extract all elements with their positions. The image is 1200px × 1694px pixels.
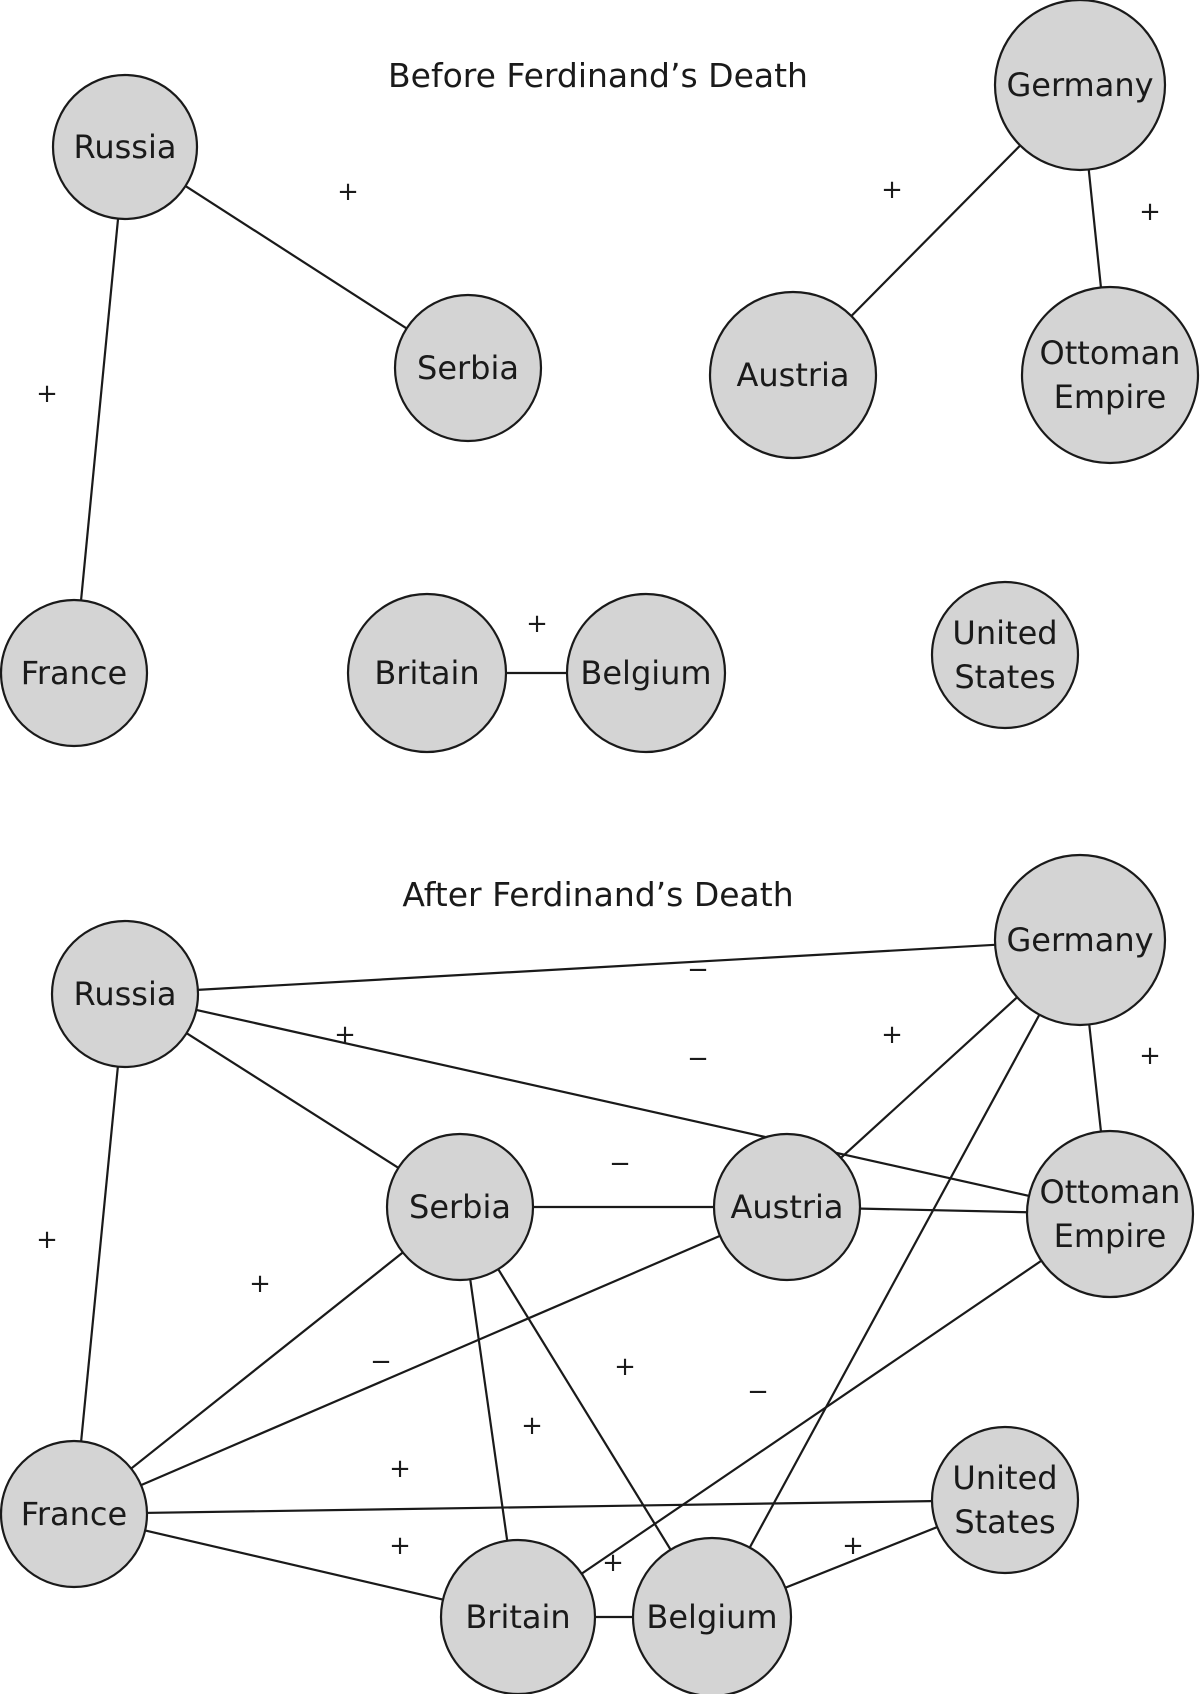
- before-node-label-austria: Austria: [736, 356, 849, 394]
- before-node-circle-russia: [51, 73, 199, 221]
- after-node-austria: Austria: [712, 1132, 862, 1282]
- before-edge-sign-germany-ottoman: +: [1139, 197, 1161, 227]
- before-node-label-france: France: [21, 654, 127, 692]
- before-node-circle-belgium: [565, 592, 727, 754]
- after-edge-serbia-france: [73, 1206, 461, 1515]
- before-node-label-britain: Britain: [374, 654, 479, 692]
- before-node-circle-austria: [708, 290, 878, 460]
- after-node-label-ottoman: Ottoman: [1040, 1173, 1181, 1211]
- after-edge-sign-belgium-us: +: [842, 1531, 864, 1561]
- after-node-circle-britain: [439, 1538, 597, 1694]
- after-edge-sign-austria-france: −: [370, 1347, 392, 1377]
- before-node-france: France: [0, 598, 149, 748]
- edges-layer: [72, 84, 1112, 1619]
- before-node-austria: Austria: [708, 290, 878, 460]
- before-edge-sign-germany-austria: +: [881, 175, 903, 205]
- after-node-france: France: [0, 1439, 149, 1589]
- after-node-circle-us: [930, 1425, 1080, 1575]
- after-node-label-ottoman: Empire: [1054, 1217, 1167, 1255]
- after-node-circle-belgium: [631, 1536, 793, 1694]
- after-edge-sign-germany-ottoman: +: [1139, 1041, 1161, 1071]
- after-edge-russia-france: [72, 993, 127, 1515]
- before-node-label-serbia: Serbia: [417, 349, 519, 387]
- after-node-circle-france: [0, 1439, 149, 1589]
- before-node-label-russia: Russia: [74, 128, 177, 166]
- after-node-circle-austria: [712, 1132, 862, 1282]
- after-node-belgium: Belgium: [631, 1536, 793, 1694]
- before-node-label-germany: Germany: [1006, 66, 1153, 104]
- after-edge-sign-serbia-belgium: +: [614, 1352, 636, 1382]
- after-edge-sign-russia-germany: −: [687, 955, 709, 985]
- after-node-label-us: United: [952, 1459, 1057, 1497]
- after-node-britain: Britain: [439, 1538, 597, 1694]
- after-edge-russia-germany: [124, 938, 1081, 996]
- before-node-label-ottoman: Empire: [1054, 378, 1167, 416]
- after-node-circle-ottoman: [1025, 1129, 1195, 1299]
- before-node-germany: Germany: [993, 0, 1167, 172]
- after-node-label-russia: Russia: [74, 975, 177, 1013]
- after-edge-sign-serbia-austria: −: [609, 1149, 631, 1179]
- after-edge-austria-france: [73, 1205, 788, 1516]
- before-edge-sign-britain-belgium: +: [526, 609, 548, 639]
- after-node-label-germany: Germany: [1006, 921, 1153, 959]
- after-edge-ottoman-britain: [517, 1213, 1111, 1618]
- after-node-circle-germany: [993, 853, 1167, 1027]
- after-edge-russia-ottoman: [124, 992, 1111, 1216]
- after-edge-sign-russia-france: +: [36, 1225, 58, 1255]
- before-node-serbia: Serbia: [393, 293, 543, 443]
- after-edge-sign-ottoman-britain: −: [747, 1377, 769, 1407]
- after-edge-sign-russia-serbia: +: [334, 1020, 356, 1050]
- after-node-circle-serbia: [385, 1132, 535, 1282]
- before-node-label-belgium: Belgium: [580, 654, 711, 692]
- after-node-label-belgium: Belgium: [646, 1598, 777, 1636]
- before-node-label-us: States: [954, 658, 1055, 696]
- after-edge-sign-serbia-france: +: [249, 1269, 271, 1299]
- after-node-label-austria: Austria: [730, 1188, 843, 1226]
- before-edge-sign-russia-france: +: [36, 379, 58, 409]
- before-node-circle-us: [930, 580, 1080, 730]
- after-edge-sign-britain-belgium: +: [602, 1548, 624, 1578]
- signs-layer: + + + + + − − + + + + − + − + + − + + + +: [36, 175, 1161, 1578]
- before-node-circle-ottoman: [1020, 285, 1200, 465]
- after-node-label-britain: Britain: [465, 1598, 570, 1636]
- before-panel-title: Before Ferdinand’s Death: [388, 56, 808, 95]
- before-node-label-ottoman: Ottoman: [1040, 334, 1181, 372]
- before-node-circle-france: [0, 598, 149, 748]
- after-edge-serbia-belgium: [459, 1206, 713, 1618]
- before-node-circle-germany: [993, 0, 1167, 172]
- before-node-belgium: Belgium: [565, 592, 727, 754]
- before-node-circle-serbia: [393, 293, 543, 443]
- after-panel-title: After Ferdinand’s Death: [402, 875, 793, 914]
- after-node-circle-russia: [50, 919, 200, 1069]
- before-edge-russia-france: [72, 146, 127, 674]
- after-edge-sign-france-britain: +: [389, 1531, 411, 1561]
- after-node-russia: Russia: [50, 919, 200, 1069]
- after-edge-france-us: [73, 1498, 1006, 1516]
- after-node-serbia: Serbia: [385, 1132, 535, 1282]
- after-edge-sign-france-us: +: [389, 1454, 411, 1484]
- before-edge-sign-russia-serbia: +: [337, 177, 359, 207]
- before-node-britain: Britain: [346, 592, 508, 754]
- before-node-label-us: United: [952, 614, 1057, 652]
- after-edge-sign-russia-ottoman: −: [687, 1044, 709, 1074]
- before-node-circle-britain: [346, 592, 508, 754]
- after-node-label-serbia: Serbia: [409, 1188, 511, 1226]
- after-node-label-france: France: [21, 1495, 127, 1533]
- after-edge-sign-serbia-britain: +: [521, 1411, 543, 1441]
- after-edge-sign-germany-austria: +: [881, 1020, 903, 1050]
- after-node-germany: Germany: [993, 853, 1167, 1027]
- before-node-russia: Russia: [51, 73, 199, 221]
- after-node-label-us: States: [954, 1503, 1055, 1541]
